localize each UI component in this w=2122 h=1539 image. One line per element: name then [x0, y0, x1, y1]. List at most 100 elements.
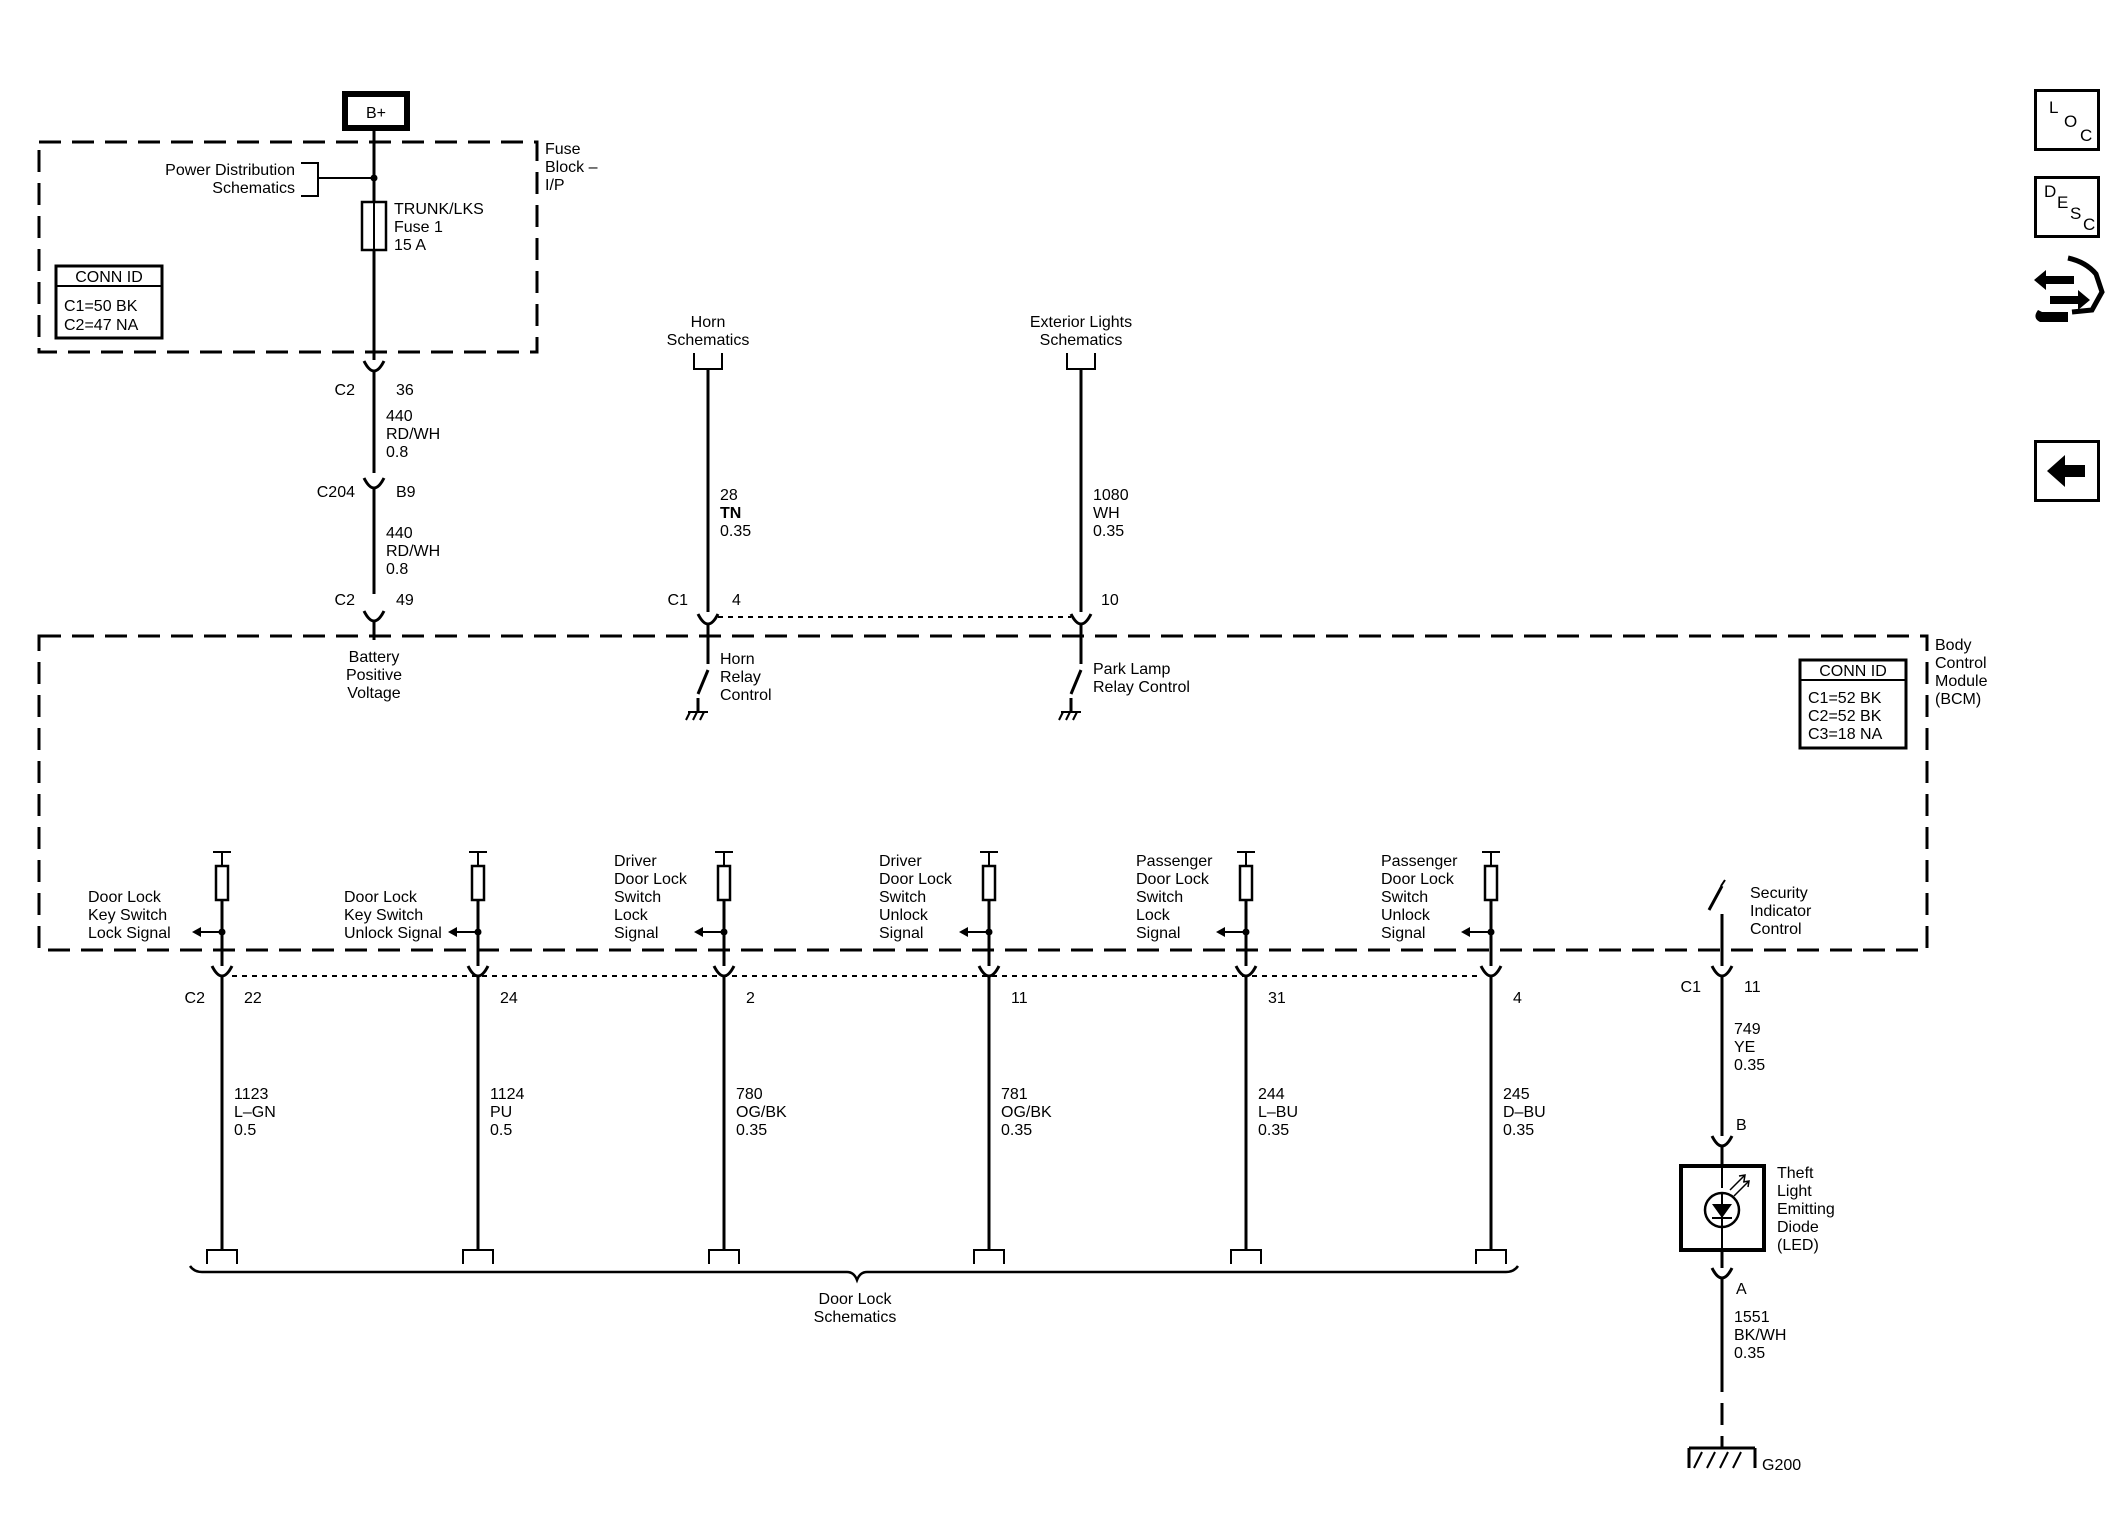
door-inputs-connector-name: C2 — [185, 990, 206, 1007]
back-button[interactable] — [2034, 440, 2100, 502]
battery-top-connector-name: C2 — [335, 382, 356, 399]
fuse-block-conn-id-line-1: C1=50 BK — [64, 298, 138, 315]
door-input-pin-5: 31 — [1268, 990, 1286, 1007]
door-input-color-5: L–BU — [1258, 1104, 1298, 1121]
door-lock-schematics-label-2: Schematics — [814, 1309, 897, 1326]
horn-connector-pin: 4 — [732, 592, 741, 609]
door-input-color-4: OG/BK — [1001, 1104, 1052, 1121]
desc-letter-c: C — [2083, 215, 2096, 234]
door-input-pin-3: 2 — [746, 990, 755, 1007]
horn-bcm-label-3: Control — [720, 687, 772, 704]
park-lamp-connector-pin: 10 — [1101, 592, 1119, 609]
bcm-conn-id-title: CONN ID — [1819, 663, 1887, 680]
bcm-name-2: Control — [1935, 655, 1987, 672]
battery-upper-color: RD/WH — [386, 426, 440, 443]
battery-bcm-connector-name: C2 — [335, 592, 356, 609]
power-source: B+ — [342, 91, 410, 131]
security-bottom-circuit: 1551 — [1734, 1309, 1770, 1326]
door-input-size-5: 0.35 — [1258, 1122, 1289, 1139]
led-label-1: Theft — [1777, 1165, 1814, 1182]
security-bcm-label-1: Security — [1750, 885, 1808, 902]
battery-lower-circuit: 440 — [386, 525, 413, 542]
fuse-name: TRUNK/LKS — [394, 201, 484, 218]
location-view-button[interactable]: L O C — [2034, 89, 2100, 151]
inline-connector-pin: B9 — [396, 484, 416, 501]
bcm-name-4: (BCM) — [1935, 691, 1981, 708]
park-lamp-wire-size: 0.35 — [1093, 523, 1124, 540]
door-input-circuit-4: 781 — [1001, 1086, 1028, 1103]
security-top-circuit: 749 — [1734, 1021, 1761, 1038]
door-input-size-6: 0.35 — [1503, 1122, 1534, 1139]
door-input-circuit-5: 244 — [1258, 1086, 1285, 1103]
fuse-block-name-1: Fuse — [545, 141, 581, 158]
battery-bcm-label-3: Voltage — [347, 685, 400, 702]
door-input-label-1-2: Key Switch — [88, 907, 167, 924]
door-input-label-3-1: Driver — [614, 853, 657, 870]
door-input-label-1-1: Door Lock — [88, 889, 162, 906]
door-input-label-3-2: Door Lock — [614, 871, 688, 888]
bcm-conn-id-line-3: C3=18 NA — [1808, 726, 1883, 743]
park-lamp-circuit-number: 1080 — [1093, 487, 1129, 504]
bcm-module: Body Control Module (BCM) CONN ID C1=52 … — [37, 634, 1988, 952]
horn-wire-size: 0.35 — [720, 523, 751, 540]
description-view-button[interactable]: D E S C — [2034, 176, 2100, 238]
battery-upper-size: 0.8 — [386, 444, 408, 461]
door-input-label-3-3: Switch — [614, 889, 661, 906]
security-bcm-label-2: Indicator — [1750, 903, 1812, 920]
fuse-block-conn-id-title: CONN ID — [75, 269, 143, 286]
door-input-label-3-5: Signal — [614, 925, 658, 942]
horn-bcm-label-2: Relay — [720, 669, 761, 686]
door-input-label-4-5: Signal — [879, 925, 923, 942]
fuse-block-conn-id-line-2: C2=47 NA — [64, 317, 139, 334]
power-distribution-label-1: Power Distribution — [165, 162, 295, 179]
led-label-4: Diode — [1777, 1219, 1819, 1236]
fuse-block-conn-id: CONN ID C1=50 BK C2=47 NA — [54, 264, 164, 340]
bcm-conn-id-line-1: C1=52 BK — [1808, 690, 1882, 707]
theft-led — [1679, 1164, 1766, 1252]
door-lock-schematics: Door Lock Schematics — [188, 1265, 1520, 1326]
door-input-size-1: 0.5 — [234, 1122, 256, 1139]
loc-letter-o: O — [2064, 112, 2078, 131]
door-input-label-5-1: Passenger — [1136, 853, 1213, 870]
door-input-color-2: PU — [490, 1104, 512, 1121]
horn-wire-color: TN — [720, 505, 741, 522]
battery-feed-wire: C2 36 440 RD/WH 0.8 C204 B9 440 RD/WH 0.… — [317, 360, 440, 702]
led-pin-top: B — [1736, 1117, 1747, 1134]
door-input-circuit-1: 1123 — [234, 1086, 269, 1103]
bcm-name-1: Body — [1935, 637, 1971, 654]
door-input-label-5-2: Door Lock — [1136, 871, 1210, 888]
door-input-label-6-1: Passenger — [1381, 853, 1458, 870]
door-input-label-6-3: Switch — [1381, 889, 1428, 906]
horn-bcm-label-1: Horn — [720, 651, 755, 668]
door-input-label-3-4: Lock — [614, 907, 649, 924]
inline-connector-name: C204 — [317, 484, 355, 501]
door-input-label-4-3: Switch — [879, 889, 926, 906]
door-input-pin-6: 4 — [1513, 990, 1522, 1007]
loc-letter-c: C — [2080, 126, 2093, 145]
loc-letter-l: L — [2049, 98, 2059, 117]
door-input-label-6-2: Door Lock — [1381, 871, 1455, 888]
connector-harness-icon — [2034, 255, 2105, 322]
door-input-size-2: 0.5 — [490, 1122, 512, 1139]
horn-circuit: Horn Schematics 28 TN 0.35 C1 4 Horn Rel… — [667, 314, 772, 721]
battery-lower-size: 0.8 — [386, 561, 408, 578]
bcm-conn-id-line-2: C2=52 BK — [1808, 708, 1882, 725]
bcm-name-3: Module — [1935, 673, 1988, 690]
desc-letter-s: S — [2070, 204, 2082, 223]
fuse-block-name-3: I/P — [545, 177, 565, 194]
door-input-label-2-3: Unlock Signal — [344, 925, 442, 942]
door-input-color-6: D–BU — [1503, 1104, 1546, 1121]
battery-lower-color: RD/WH — [386, 543, 440, 560]
connector-view-button[interactable] — [2028, 252, 2108, 332]
exterior-lights-label-1: Exterior Lights — [1030, 314, 1132, 331]
power-distribution-label-2: Schematics — [212, 180, 295, 197]
door-input-label-6-4: Unlock — [1381, 907, 1431, 924]
horn-connector-name: C1 — [668, 592, 689, 609]
door-input-size-4: 0.35 — [1001, 1122, 1032, 1139]
arrow-left-icon — [2047, 455, 2085, 487]
